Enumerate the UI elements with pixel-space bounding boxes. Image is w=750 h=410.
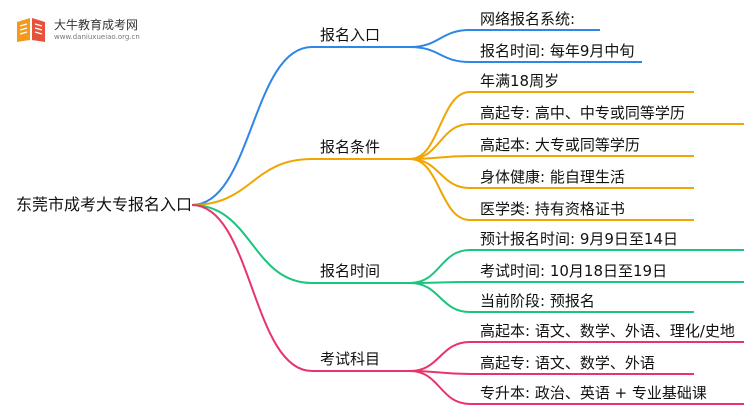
book-logo-icon — [17, 18, 45, 42]
logo-url: www.daniuxueiao.org.cn — [54, 33, 140, 41]
branch-label-subjects: 考试科目 — [320, 350, 381, 368]
root-topic: 东莞市成考大专报名入口 — [16, 195, 193, 214]
leaf-connector — [409, 282, 471, 313]
leaf-text: 年满18周岁 — [480, 72, 560, 90]
leaf-connector — [409, 91, 471, 160]
leaf-text: 高起专: 高中、中专或同等学历 — [480, 104, 685, 122]
leaf-connector — [409, 123, 471, 160]
leaf-connector — [409, 158, 471, 221]
leaf-text: 高起本: 语文、数学、外语、理化/史地 — [480, 322, 735, 340]
leaf-connector — [409, 281, 471, 284]
leaf-connector — [409, 249, 471, 284]
leaf-text: 高起专: 语文、数学、外语 — [480, 354, 655, 372]
logo-title: 大牛教育成考网 — [54, 18, 139, 32]
leaf-connector — [409, 370, 471, 405]
branch-label-conditions: 报名条件 — [320, 138, 381, 156]
root-connector — [191, 46, 313, 206]
branch-label-time: 报名时间 — [320, 262, 381, 280]
leaf-connector — [409, 341, 471, 372]
leaf-text: 当前阶段: 预报名 — [480, 292, 595, 310]
root-connector — [191, 204, 313, 372]
leaf-connector — [409, 29, 471, 48]
leaf-connector — [409, 46, 471, 63]
site-logo: 大牛教育成考网 www.daniuxueiao.org.cn — [14, 10, 174, 48]
leaf-text: 身体健康: 能自理生活 — [480, 168, 625, 186]
leaf-connector — [409, 158, 471, 189]
leaf-text: 高起本: 大专或同等学历 — [480, 136, 640, 154]
leaf-text: 医学类: 持有资格证书 — [480, 200, 625, 218]
leaf-text: 专升本: 政治、英语 + 专业基础课 — [480, 384, 707, 402]
leaf-text: 报名时间: 每年9月中旬 — [480, 42, 635, 60]
leaf-text: 考试时间: 10月18日至19日 — [480, 262, 668, 280]
leaf-text: 网络报名系统: — [480, 10, 576, 28]
root-connector — [191, 158, 313, 206]
leaf-text: 预计报名时间: 9月9日至14日 — [480, 230, 678, 248]
root-connector — [191, 204, 313, 284]
branch-label-entrance: 报名入口 — [320, 26, 381, 44]
